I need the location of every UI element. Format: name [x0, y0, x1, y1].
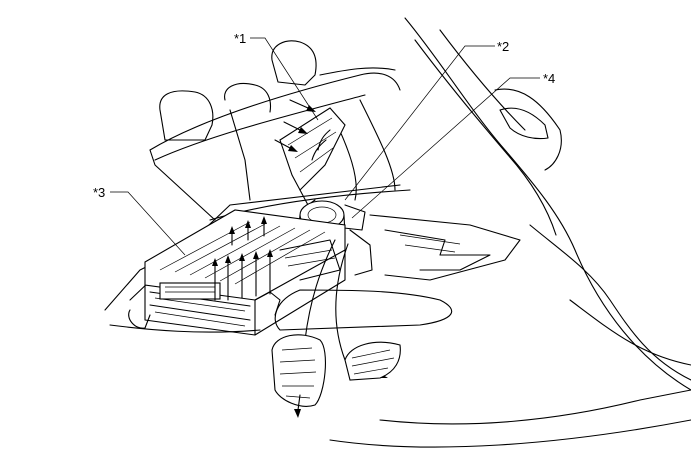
callout-label-1: *1	[234, 31, 247, 46]
vehicle-body	[104, 17, 691, 448]
callout-label-3: *3	[93, 185, 106, 200]
rear-seats	[149, 40, 401, 221]
exhaust-ducts	[271, 239, 401, 418]
battery-pack	[128, 209, 346, 336]
callout-label-2: *2	[497, 39, 510, 54]
intake-duct	[279, 107, 346, 206]
intake-airflow-arrows	[274, 99, 316, 152]
callout-leaders	[110, 37, 540, 256]
callout-label-4: *4	[543, 71, 556, 86]
